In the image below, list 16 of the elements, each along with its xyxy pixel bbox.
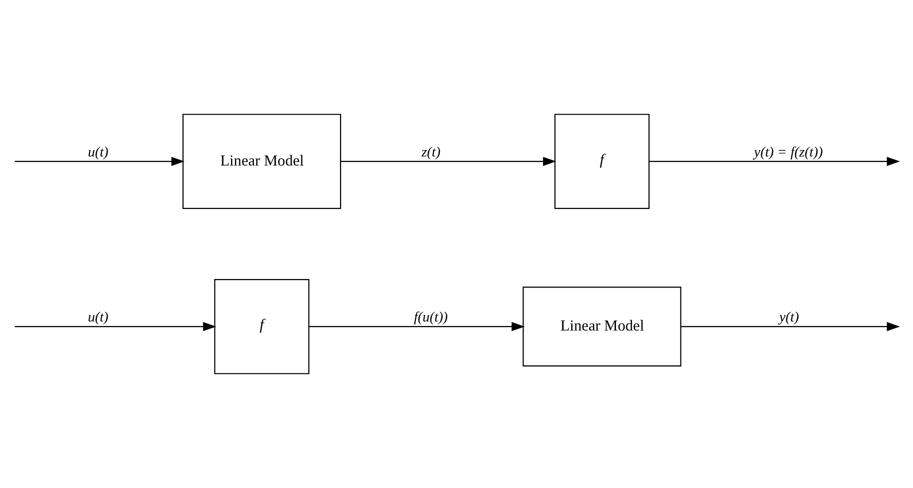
node-box: f xyxy=(554,114,650,209)
edge-label: z(t) xyxy=(421,144,440,160)
edge-label: u(t) xyxy=(88,310,108,326)
node-box: f xyxy=(214,279,310,374)
arrow xyxy=(14,156,185,166)
arrow xyxy=(14,322,216,332)
edge-label: u(t) xyxy=(88,144,108,160)
arrow xyxy=(340,156,556,166)
arrow xyxy=(681,322,900,332)
node-box: Linear Model xyxy=(182,114,342,209)
edge-label: f(u(t)) xyxy=(414,310,448,326)
arrow xyxy=(649,156,900,166)
arrow xyxy=(309,322,525,332)
node-box: Linear Model xyxy=(522,286,682,367)
edge-label: y(t) xyxy=(779,310,799,326)
edge-label: y(t) = f(z(t)) xyxy=(754,144,823,160)
